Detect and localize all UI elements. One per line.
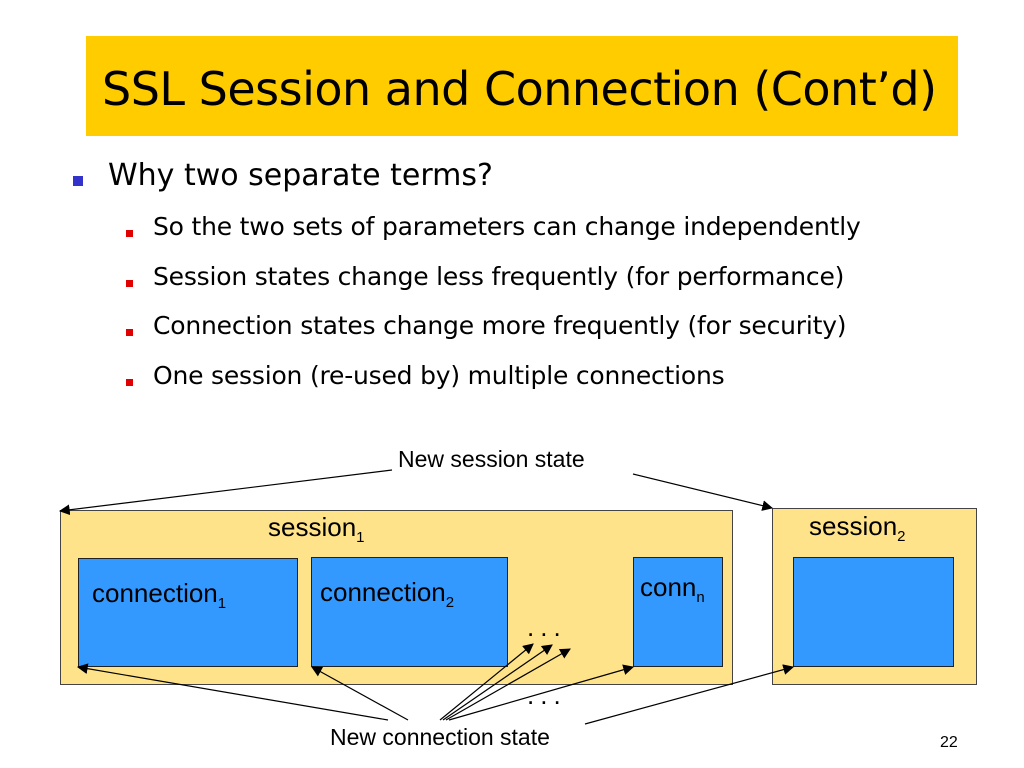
sub-bullet-text: Connection states change more frequently… bbox=[153, 311, 847, 340]
connection-1-box bbox=[78, 558, 298, 667]
session-1-label: session1 bbox=[268, 512, 365, 546]
conn-arrow-4 bbox=[442, 644, 553, 721]
bullet-list: Why two separate terms? So the two sets … bbox=[73, 158, 861, 390]
new-connection-state-label: New connection state bbox=[330, 724, 550, 750]
conn-arrow-7 bbox=[584, 664, 795, 725]
bullet-marker bbox=[73, 176, 83, 186]
conn-arrow-5 bbox=[445, 648, 571, 721]
sub-bullet-marker bbox=[126, 329, 133, 336]
sub-bullet-text: Session states change less frequently (f… bbox=[153, 262, 845, 291]
connection-1-label: connection1 bbox=[92, 578, 227, 612]
new-session-state-label: New session state bbox=[398, 446, 585, 472]
bullet-text: Why two separate terms? bbox=[108, 158, 493, 193]
ellipsis-lower: ... bbox=[527, 680, 567, 710]
sub-bullet-text: So the two sets of parameters can change… bbox=[153, 212, 861, 241]
session-2-label: session2 bbox=[809, 511, 906, 545]
conn-arrow-2 bbox=[311, 666, 409, 721]
connection-2-label: connection2 bbox=[320, 577, 455, 611]
ellipsis-upper: ... bbox=[527, 612, 567, 642]
conn-arrow-6 bbox=[448, 664, 635, 721]
sub-bullet-marker bbox=[126, 230, 133, 237]
sub-bullet-text: One session (re-used by) multiple connec… bbox=[153, 361, 725, 390]
connection-2-box bbox=[311, 557, 508, 667]
sub-bullet-marker bbox=[126, 379, 133, 386]
sub-bullet-marker bbox=[126, 280, 133, 287]
connection-n-label: connn bbox=[640, 572, 705, 606]
slide-title: SSL Session and Connection (Cont’d) bbox=[102, 62, 937, 116]
conn-arrow-3 bbox=[439, 643, 534, 721]
session-arrow-left bbox=[58, 469, 393, 516]
page-number: 22 bbox=[940, 734, 958, 751]
session-arrow-right bbox=[632, 473, 774, 511]
connection-n-box bbox=[633, 557, 723, 667]
title-banner bbox=[86, 36, 958, 136]
session-2-connection-box bbox=[793, 557, 954, 667]
conn-arrow-1 bbox=[76, 663, 389, 721]
